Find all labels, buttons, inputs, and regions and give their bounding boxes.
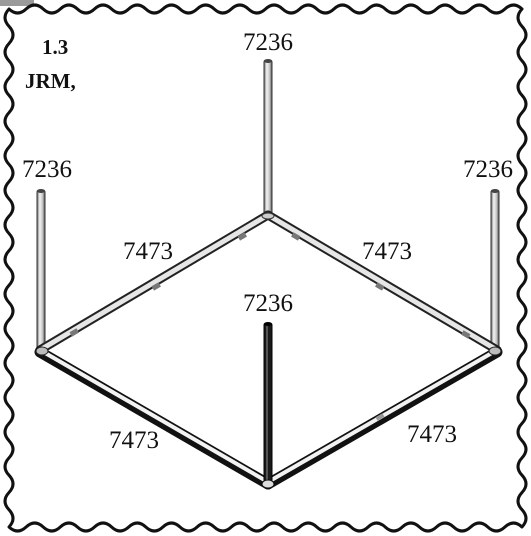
beam-back-right: [263, 210, 502, 355]
beam-front-right: [262, 346, 503, 490]
post-back: [263, 59, 273, 217]
step-code: JRM,: [25, 69, 76, 93]
beam-front-left-length-label: 7473: [109, 427, 159, 454]
post-left-length-label: 7236: [22, 156, 72, 183]
beam-back-left-length-label: 7473: [123, 238, 173, 265]
beam-back-right-length-label: 7473: [362, 238, 412, 265]
corner-joint-back: [261, 212, 275, 220]
beam-front-left: [34, 346, 274, 490]
post-right-length-label: 7236: [463, 156, 513, 183]
post-back-length-label: 7236: [243, 29, 293, 56]
corner-tab: [0, 0, 34, 6]
corner-joint-right: [488, 346, 502, 356]
post-left: [36, 189, 46, 351]
beam-back-left: [35, 210, 273, 355]
wavy-border-frame: [3, 3, 528, 533]
corner-joint-left: [35, 346, 49, 356]
post-front-length-label: 7236: [243, 290, 293, 317]
beam-front-right-length-label: 7473: [407, 421, 457, 448]
post-right: [490, 189, 500, 351]
step-number: 1.3: [42, 35, 68, 59]
post-front: [261, 322, 275, 489]
